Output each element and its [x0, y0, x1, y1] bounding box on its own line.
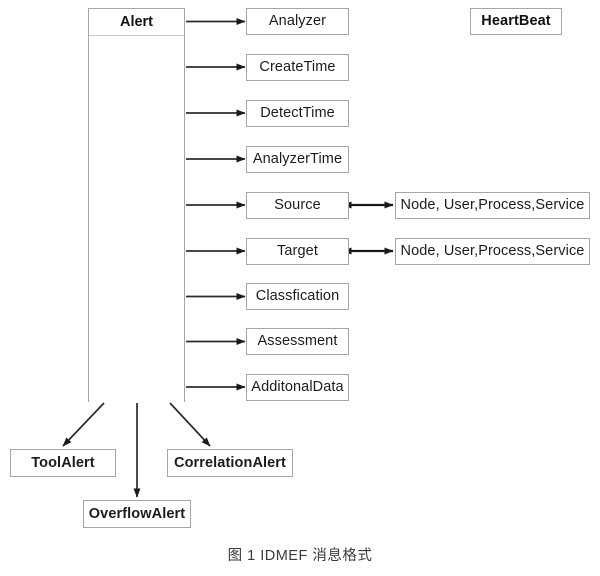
subclass-box-overflowalert[interactable]: OverflowAlert	[83, 500, 191, 528]
attribute-box-source[interactable]: Source	[246, 191, 349, 219]
attribute-box-detecttime[interactable]: DetectTime	[246, 99, 349, 127]
attribute-box-additonaldata[interactable]: AdditonalData	[246, 373, 349, 401]
attribute-box-analyzer[interactable]: Analyzer	[246, 8, 349, 35]
attribute-box-target[interactable]: Target	[246, 237, 349, 265]
attribute-box-assessment[interactable]: Assessment	[246, 328, 349, 355]
figure-caption: 图 1 IDMEF 消息格式	[227, 548, 373, 564]
aggregate-box-source-members[interactable]: Node, User,Process,Service	[395, 191, 590, 219]
attribute-box-classfication[interactable]: Classfication	[246, 283, 349, 310]
connector-alert-toolalert	[62, 402, 105, 447]
class-box-alert-title: Alert	[89, 9, 184, 36]
class-box-heartbeat[interactable]: HeartBeat	[470, 8, 562, 35]
class-box-alert[interactable]: Alert	[88, 8, 185, 402]
class-box-alert-body	[89, 36, 184, 402]
connector-alert-correlationalert	[169, 402, 211, 447]
subclass-box-toolalert[interactable]: ToolAlert	[10, 449, 116, 477]
attribute-box-createtime[interactable]: CreateTime	[246, 53, 349, 81]
attribute-box-analyzertime[interactable]: AnalyzerTime	[246, 145, 349, 173]
aggregate-box-target-members[interactable]: Node, User,Process,Service	[395, 237, 590, 265]
subclass-box-correlationalert[interactable]: CorrelationAlert	[167, 449, 293, 477]
